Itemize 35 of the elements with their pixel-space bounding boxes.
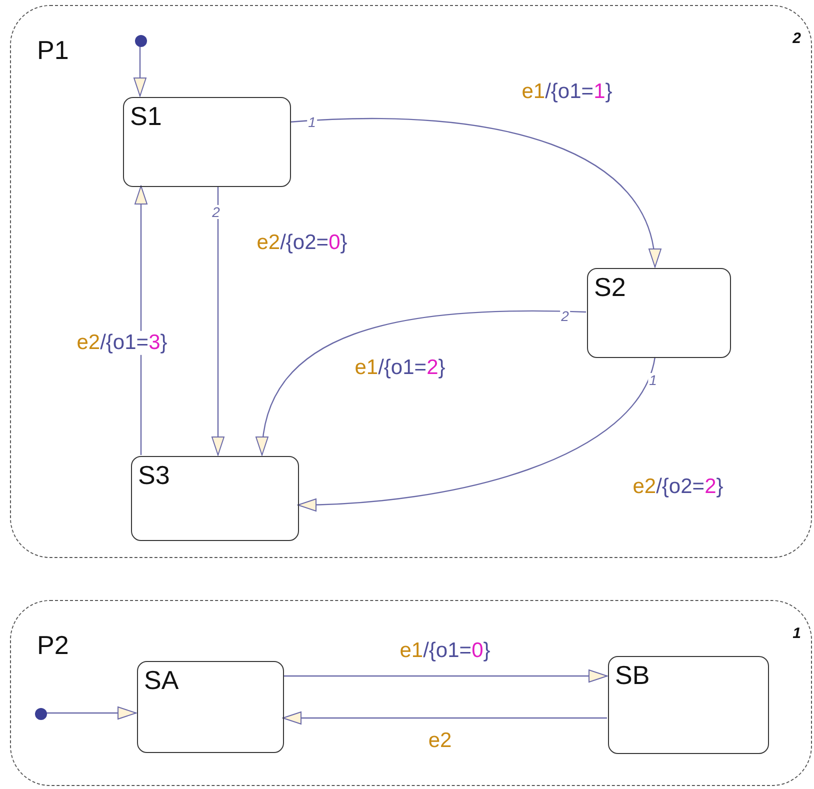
state-box xyxy=(123,97,291,187)
state-name: S3 xyxy=(138,461,170,490)
transition-arrow xyxy=(134,46,146,96)
state-box xyxy=(608,656,769,754)
state-box xyxy=(137,661,284,753)
edge-label: e1/{o1=0} xyxy=(398,638,492,664)
chart-name: P1 xyxy=(37,36,69,65)
state-name: S1 xyxy=(130,102,162,131)
transition-arrow xyxy=(290,118,660,268)
edge-label: e2/{o2=0} xyxy=(254,230,350,256)
state-name: S2 xyxy=(594,273,626,302)
transition-arrow xyxy=(282,712,607,724)
transition-arrow xyxy=(134,186,148,455)
state-name: SB xyxy=(615,661,650,690)
transition-arrow xyxy=(257,310,586,456)
execution-order-number: 2 xyxy=(792,30,801,47)
chart-name: P2 xyxy=(37,631,69,660)
priority-number: 2 xyxy=(560,309,570,323)
priority-number: 2 xyxy=(211,205,221,219)
state-name: SA xyxy=(144,666,179,695)
transition-arrow xyxy=(212,186,224,456)
priority-number: 1 xyxy=(648,373,658,387)
execution-order-number: 1 xyxy=(792,625,801,642)
edge-label: e2/{o2=2} xyxy=(630,474,726,500)
transition-arrow xyxy=(283,670,608,682)
state-box xyxy=(131,456,299,541)
initial-dot xyxy=(35,708,47,720)
transition-arrow xyxy=(46,706,136,720)
edge-label: e2/{o1=3} xyxy=(74,330,170,356)
state-box xyxy=(587,268,731,358)
edge-label: e1/{o1=2} xyxy=(352,356,448,380)
transition-arrow xyxy=(298,356,656,512)
initial-dot xyxy=(135,35,147,47)
priority-number: 1 xyxy=(307,115,317,129)
edge-label: e1/{o1=1} xyxy=(520,80,614,104)
